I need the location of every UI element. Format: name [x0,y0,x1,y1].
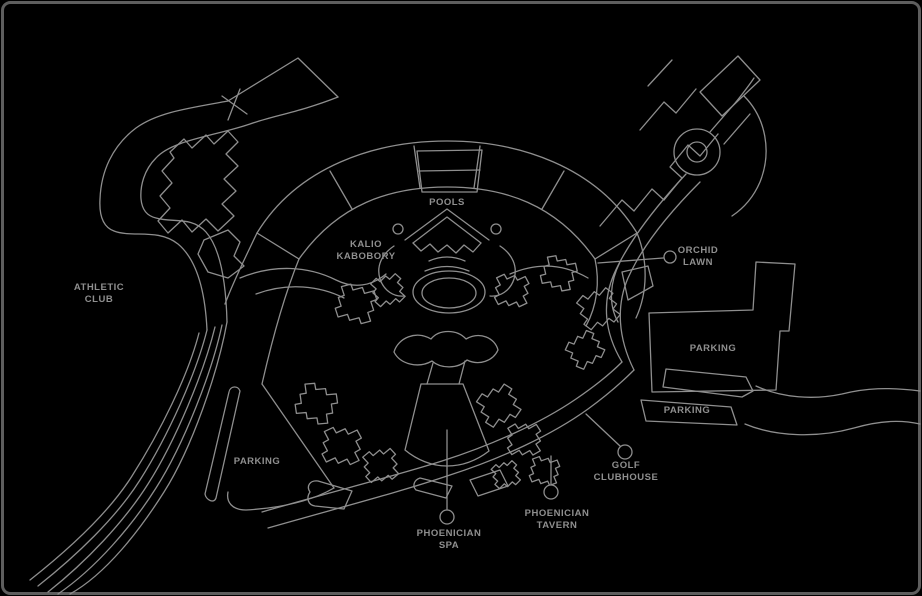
label-phoenician-tavern-line1: PHOENICIAN [524,508,590,519]
label-kalio-kabobory-line1: KALIO [349,239,383,250]
roads-center [224,232,646,385]
label-parking-structure: PARKING [690,343,737,355]
label-pools: POOLS [429,197,465,209]
golf-marker-icon [617,444,633,460]
label-athletic-club-line1: ATHLETIC [73,282,125,293]
label-phoenician-spa-line1: PHOENICIAN [416,528,482,539]
label-orchid-lawn: ORCHID LAWN [678,245,718,269]
roads-northwest [29,57,339,595]
west-parking-lot [204,383,335,511]
label-phoenician-tavern-line2: TAVERN [536,520,578,531]
label-parking-structure-line1: PARKING [689,343,737,354]
label-athletic-club-line2: CLUB [84,294,114,305]
label-kalio-kabobory: KALIO KABOBORY [336,239,395,263]
northeast-buildings [599,55,761,227]
label-phoenician-spa-line2: SPA [438,540,460,551]
athletic-club-buildings [157,130,245,279]
spa-marker-icon [439,509,455,525]
garden-paths [239,265,589,299]
label-athletic-club: ATHLETIC CLUB [74,282,124,306]
casitas [289,251,623,490]
label-golf-clubhouse-line1: GOLF [611,460,641,471]
label-parking-west-line1: PARKING [233,456,281,467]
location-markers [439,250,677,525]
label-phoenician-tavern: PHOENICIAN TAVERN [525,508,590,532]
east-parking-area [621,261,921,436]
label-orchid-lawn-line2: LAWN [683,257,713,268]
label-parking-west: PARKING [234,456,281,468]
main-building-arc [256,140,638,260]
label-pools-line1: POOLS [429,197,465,208]
orchid-leader-line [597,257,664,264]
pool-complex [378,208,516,467]
roads-south [261,361,635,529]
golf-leader-line [585,413,621,447]
label-orchid-lawn-line1: ORCHID [677,245,719,256]
orchid-marker-icon [663,250,677,264]
label-golf-clubhouse-line2: CLUBHOUSE [593,472,659,483]
label-parking-east-line1: PARKING [663,405,711,416]
tavern-marker-icon [543,484,559,500]
label-golf-clubhouse: GOLF CLUBHOUSE [594,460,659,484]
label-parking-east: PARKING [664,405,711,417]
label-phoenician-spa: PHOENICIAN SPA [417,528,482,552]
label-kalio-kabobory-line2: KABOBORY [336,251,396,262]
